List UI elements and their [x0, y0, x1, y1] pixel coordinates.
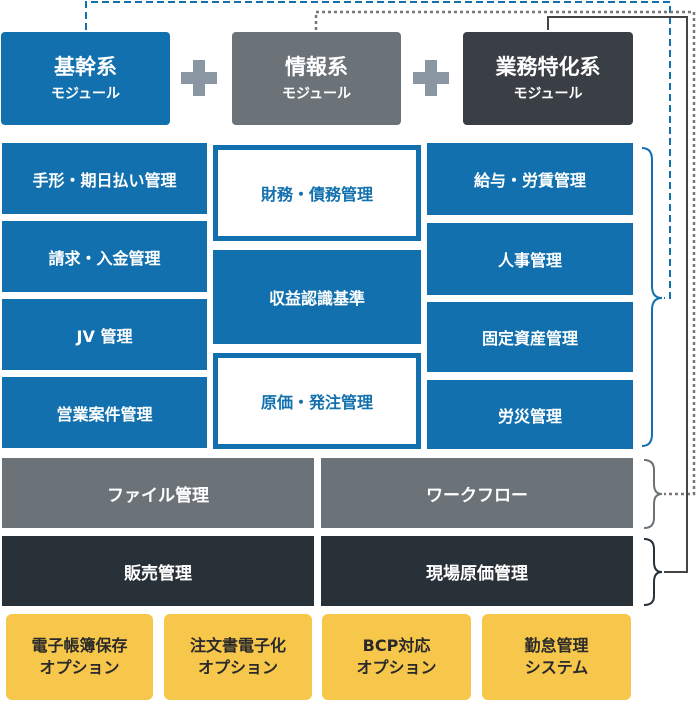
center-item-label: 財務・債務管理 [260, 185, 373, 204]
module-gyomu-subtitle: モジュール [513, 85, 583, 102]
dark-item-hanbai: 販売管理 [2, 536, 314, 606]
option-kintai: 勤怠管理 システム [482, 614, 631, 700]
left-item-label: 営業案件管理 [56, 404, 153, 424]
option-line1: 電子帳簿保存 [31, 636, 128, 655]
module-kikan-title: 基幹系 [54, 54, 117, 79]
joho-dashed-connector [314, 10, 696, 496]
center-item-label: 収益認識基準 [268, 289, 365, 308]
left-item-label: 手形・期日払い管理 [32, 170, 177, 190]
bracket-dark-row [643, 538, 663, 606]
center-item-label: 原価・発注管理 [260, 393, 373, 412]
option-line2: システム [524, 658, 589, 677]
bracket-gray-row [643, 459, 663, 529]
option-line2: オプション [39, 658, 120, 677]
option-line2: オプション [356, 658, 437, 677]
right-item-kyuyo: 給与・労賃管理 [427, 143, 633, 215]
module-kikan: 基幹系 モジュール [1, 32, 170, 125]
gray-item-label: ファイル管理 [107, 485, 209, 506]
right-item-rosai: 労災管理 [427, 380, 633, 449]
dark-item-label: 現場原価管理 [426, 563, 528, 584]
center-item-genka: 原価・発注管理 [213, 353, 421, 449]
option-chumonsho: 注文書電子化 オプション [164, 614, 312, 700]
module-joho-title: 情報系 [285, 54, 348, 79]
option-line1: BCP対応 [362, 636, 431, 655]
gyomu-solid-connector [547, 16, 688, 573]
module-joho: 情報系 モジュール [232, 32, 401, 125]
left-item-seikyu: 請求・入金管理 [2, 221, 207, 292]
right-item-jinji: 人事管理 [427, 223, 633, 295]
module-kikan-subtitle: モジュール [50, 85, 121, 102]
dark-item-genba: 現場原価管理 [321, 536, 633, 606]
left-item-label: JV 管理 [76, 326, 133, 346]
right-item-kotei: 固定資産管理 [427, 302, 633, 372]
right-item-label: 労災管理 [497, 406, 562, 426]
bracket-main-block [641, 147, 663, 447]
center-item-shueki: 収益認識基準 [213, 250, 421, 344]
option-line1: 勤怠管理 [524, 636, 589, 655]
dark-item-label: 販売管理 [124, 563, 192, 584]
center-item-zaimu: 財務・債務管理 [213, 145, 421, 241]
module-gyomu-title: 業務特化系 [495, 54, 601, 79]
plus-icon [193, 60, 205, 96]
right-item-label: 固定資産管理 [481, 329, 578, 348]
left-item-tegata: 手形・期日払い管理 [2, 143, 207, 214]
left-item-eigyo: 営業案件管理 [2, 377, 207, 448]
right-item-label: 給与・労賃管理 [473, 171, 586, 190]
kikan-dashed-connector [85, 1, 671, 299]
left-item-jv: JV 管理 [2, 299, 207, 370]
gray-item-workflow: ワークフロー [321, 458, 633, 528]
option-denshi-chobo: 電子帳簿保存 オプション [6, 614, 153, 700]
option-line1: 注文書電子化 [189, 636, 286, 655]
gray-item-file: ファイル管理 [2, 458, 314, 528]
option-bcp: BCP対応 オプション [322, 614, 471, 700]
gray-item-label: ワークフロー [426, 485, 528, 506]
plus-icon [425, 60, 437, 96]
module-gyomu: 業務特化系 モジュール [463, 32, 633, 125]
left-item-label: 請求・入金管理 [48, 248, 161, 268]
module-joho-subtitle: モジュール [281, 85, 352, 102]
right-item-label: 人事管理 [497, 251, 562, 270]
option-line2: オプション [197, 658, 278, 677]
